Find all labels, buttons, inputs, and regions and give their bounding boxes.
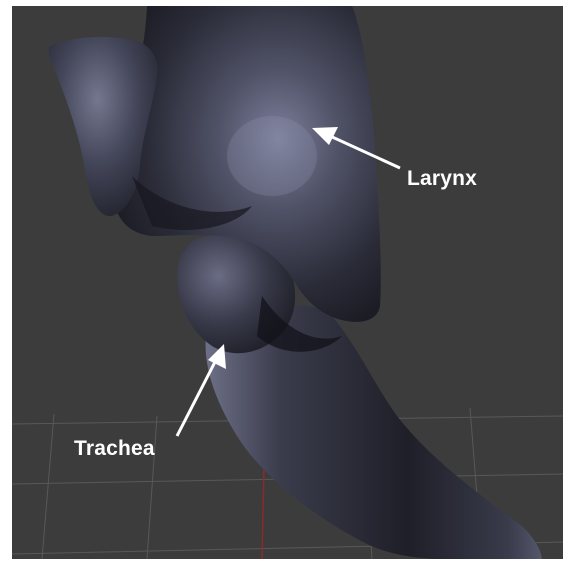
trachea-label: Trachea bbox=[74, 437, 155, 461]
3d-viewport[interactable]: Larynx Trachea bbox=[12, 6, 563, 559]
surface-highlight bbox=[227, 116, 317, 196]
scene-drawing bbox=[12, 6, 563, 559]
larynx-label: Larynx bbox=[407, 167, 477, 191]
